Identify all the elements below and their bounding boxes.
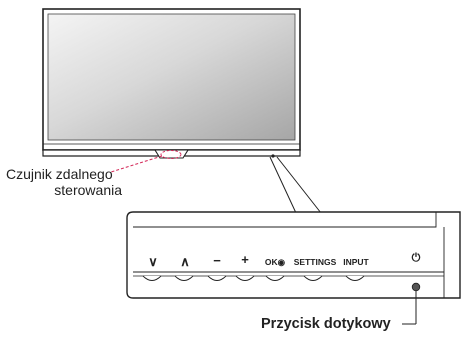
touch-button-caption: Przycisk dotykowy xyxy=(261,316,391,332)
zoom-line-left xyxy=(269,156,297,214)
touch-buttons-row xyxy=(142,275,365,281)
settings-button-label: SETTINGS xyxy=(293,257,337,267)
zoom-lines xyxy=(269,154,322,214)
plus-icon: + xyxy=(241,252,249,267)
touch-button-ok[interactable] xyxy=(265,275,285,281)
button-panel-callout xyxy=(126,211,461,325)
remote-sensor-highlight xyxy=(160,150,182,159)
touch-button-up[interactable] xyxy=(174,275,194,281)
down-icon: ∨ xyxy=(148,254,158,269)
touch-button-settings[interactable] xyxy=(303,275,323,281)
touch-button-minus[interactable] xyxy=(207,275,227,281)
zoom-origin-dot xyxy=(271,154,275,158)
touch-button-power[interactable] xyxy=(411,282,421,292)
zoom-line-right xyxy=(276,156,322,214)
remote-sensor-pointer xyxy=(110,155,163,173)
ok-button-label: OK◉ xyxy=(264,257,286,267)
tv-set xyxy=(42,8,301,173)
touch-button-down[interactable] xyxy=(142,275,162,281)
sensor-label-line2: sterowania xyxy=(54,182,122,198)
tv-screen xyxy=(47,13,296,141)
touch-button-input[interactable] xyxy=(345,275,365,281)
up-icon: ∧ xyxy=(180,254,190,269)
input-button-label: INPUT xyxy=(343,257,369,267)
minus-icon: − xyxy=(213,253,221,268)
panel-top-edge xyxy=(133,212,437,228)
sensor-label-line1: Czujnik zdalnego xyxy=(6,166,113,182)
touch-button-plus[interactable] xyxy=(235,275,255,281)
power-icon: ⏻ xyxy=(411,252,421,264)
